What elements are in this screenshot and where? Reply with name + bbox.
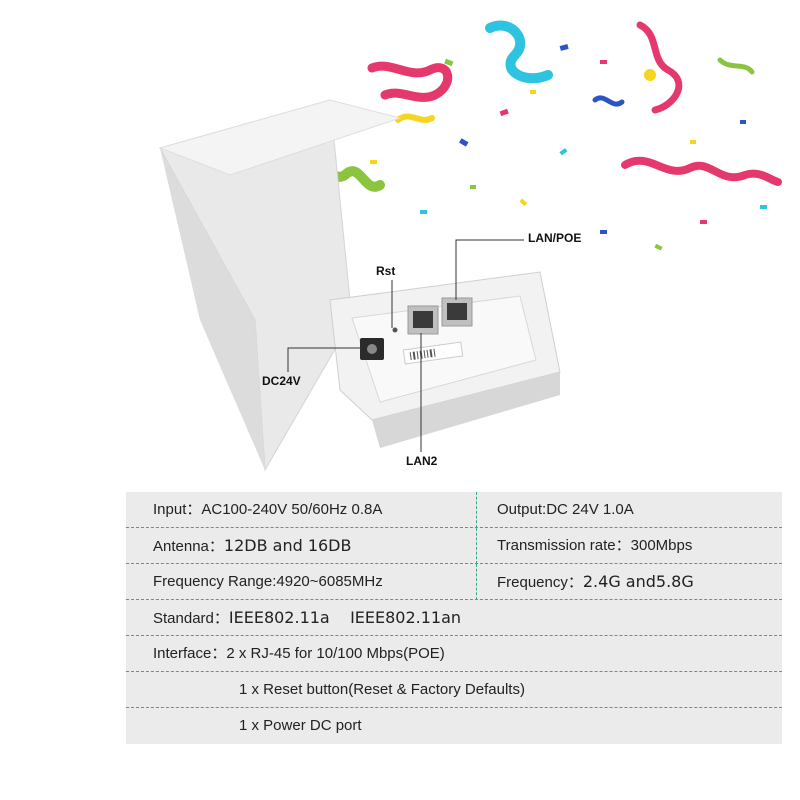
cpe-device-illustration (158, 20, 782, 472)
spec-row-reset: 1 x Reset button(Reset & Factory Default… (126, 672, 782, 708)
spec-power-port: 1 x Power DC port (239, 717, 362, 734)
spec-output: Output:DC 24V 1.0A (497, 501, 634, 518)
spec-row-frequency: Frequency Range:4920~6085MHz Frequency：2… (126, 564, 782, 600)
spec-transmission-rate: Transmission rate：300Mbps (497, 537, 693, 554)
product-image: LAN/POE Rst DC24V LAN2 (158, 20, 782, 472)
spec-row-interface: Interface：2 x RJ-45 for 10/100 Mbps(POE) (126, 636, 782, 672)
device-body (158, 99, 561, 472)
spec-row-power-port: 1 x Power DC port (126, 708, 782, 744)
spec-standard: Standard：IEEE802.11a IEEE802.11an (153, 608, 462, 627)
spec-row-antenna: Antenna：12DB and 16DB Transmission rate：… (126, 528, 782, 564)
callout-lan-poe: LAN/POE (528, 231, 582, 245)
spec-row-standard: Standard：IEEE802.11a IEEE802.11an (126, 600, 782, 636)
spec-frequency-range: Frequency Range:4920~6085MHz (153, 573, 383, 590)
spec-reset-button: 1 x Reset button(Reset & Factory Default… (239, 681, 525, 698)
callout-dc24v: DC24V (262, 374, 301, 388)
spec-frequency: Frequency：2.4G and5.8G (497, 572, 694, 591)
spec-table: Input：AC100-240V 50/60Hz 0.8A Output:DC … (126, 492, 782, 744)
spec-interface: Interface：2 x RJ-45 for 10/100 Mbps(POE) (153, 645, 445, 662)
spec-antenna: Antenna：12DB and 16DB (153, 536, 352, 555)
confetti-decoration (300, 20, 782, 251)
callout-rst: Rst (376, 264, 396, 278)
spec-input: Input：AC100-240V 50/60Hz 0.8A (153, 501, 383, 518)
spec-row-power: Input：AC100-240V 50/60Hz 0.8A Output:DC … (126, 492, 782, 528)
callout-lan2: LAN2 (406, 454, 438, 468)
callout-lines (287, 239, 524, 452)
